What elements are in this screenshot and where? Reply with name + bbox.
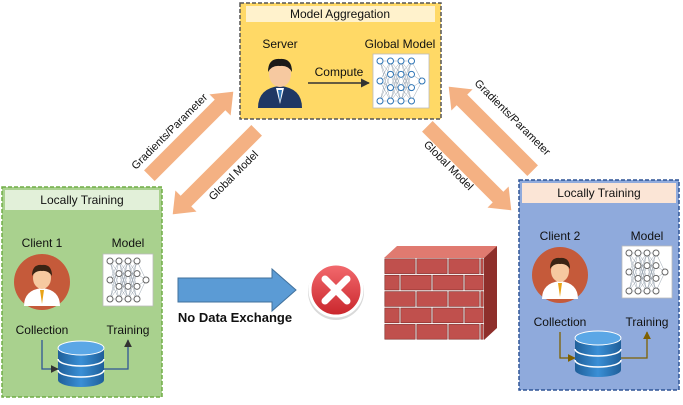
upload-arrow-left bbox=[142, 90, 235, 183]
blocked-cross-icon bbox=[308, 262, 364, 320]
client1-panel-title: Locally Training bbox=[40, 193, 123, 207]
client2-collection-arrow bbox=[559, 332, 576, 362]
client1-collection-arrow bbox=[41, 340, 59, 373]
client1-training-arrow bbox=[104, 339, 132, 370]
client2-panel-title: Locally Training bbox=[557, 186, 640, 200]
data-exchange-arrow bbox=[177, 267, 297, 313]
client2-training-arrow bbox=[621, 331, 651, 359]
client2-model-label: Model bbox=[631, 229, 664, 243]
upload-arrow-right bbox=[447, 85, 540, 178]
compute-label: Compute bbox=[315, 65, 364, 79]
client1-panel-header bbox=[5, 190, 159, 210]
firewall-icon bbox=[384, 246, 497, 340]
server-panel-title: Model Aggregation bbox=[290, 7, 390, 21]
client1-training-label: Training bbox=[107, 323, 150, 337]
client1-label: Client 1 bbox=[22, 236, 63, 250]
client2-collection-label: Collection bbox=[534, 315, 587, 329]
server-person-icon bbox=[258, 58, 302, 108]
client1-collection-label: Collection bbox=[16, 323, 69, 337]
global-model-label: Global Model bbox=[365, 37, 436, 51]
client2-person-icon bbox=[532, 247, 588, 303]
client1-panel: Locally Training Client 1 Model Collecti… bbox=[1, 186, 163, 398]
client2-panel-header bbox=[522, 183, 676, 203]
client1-model-label: Model bbox=[112, 236, 145, 250]
client1-person-icon bbox=[14, 254, 70, 310]
client2-model-network-icon bbox=[621, 245, 673, 299]
download-arrow-left bbox=[171, 123, 264, 216]
client1-database-icon bbox=[57, 340, 105, 387]
server-panel: Model Aggregation Server Global Model Co… bbox=[239, 2, 442, 120]
client2-label: Client 2 bbox=[540, 229, 581, 243]
server-label: Server bbox=[262, 37, 297, 51]
server-panel-header bbox=[246, 6, 435, 22]
global-model-network-icon bbox=[372, 53, 430, 109]
client2-panel: Locally Training Client 2 Model Collecti… bbox=[518, 179, 680, 391]
client1-model-network-icon bbox=[102, 253, 154, 307]
client2-database-icon bbox=[574, 330, 622, 377]
no-data-exchange-label: No Data Exchange bbox=[178, 310, 292, 325]
download-arrow-right bbox=[420, 119, 513, 212]
client2-training-label: Training bbox=[626, 315, 669, 329]
